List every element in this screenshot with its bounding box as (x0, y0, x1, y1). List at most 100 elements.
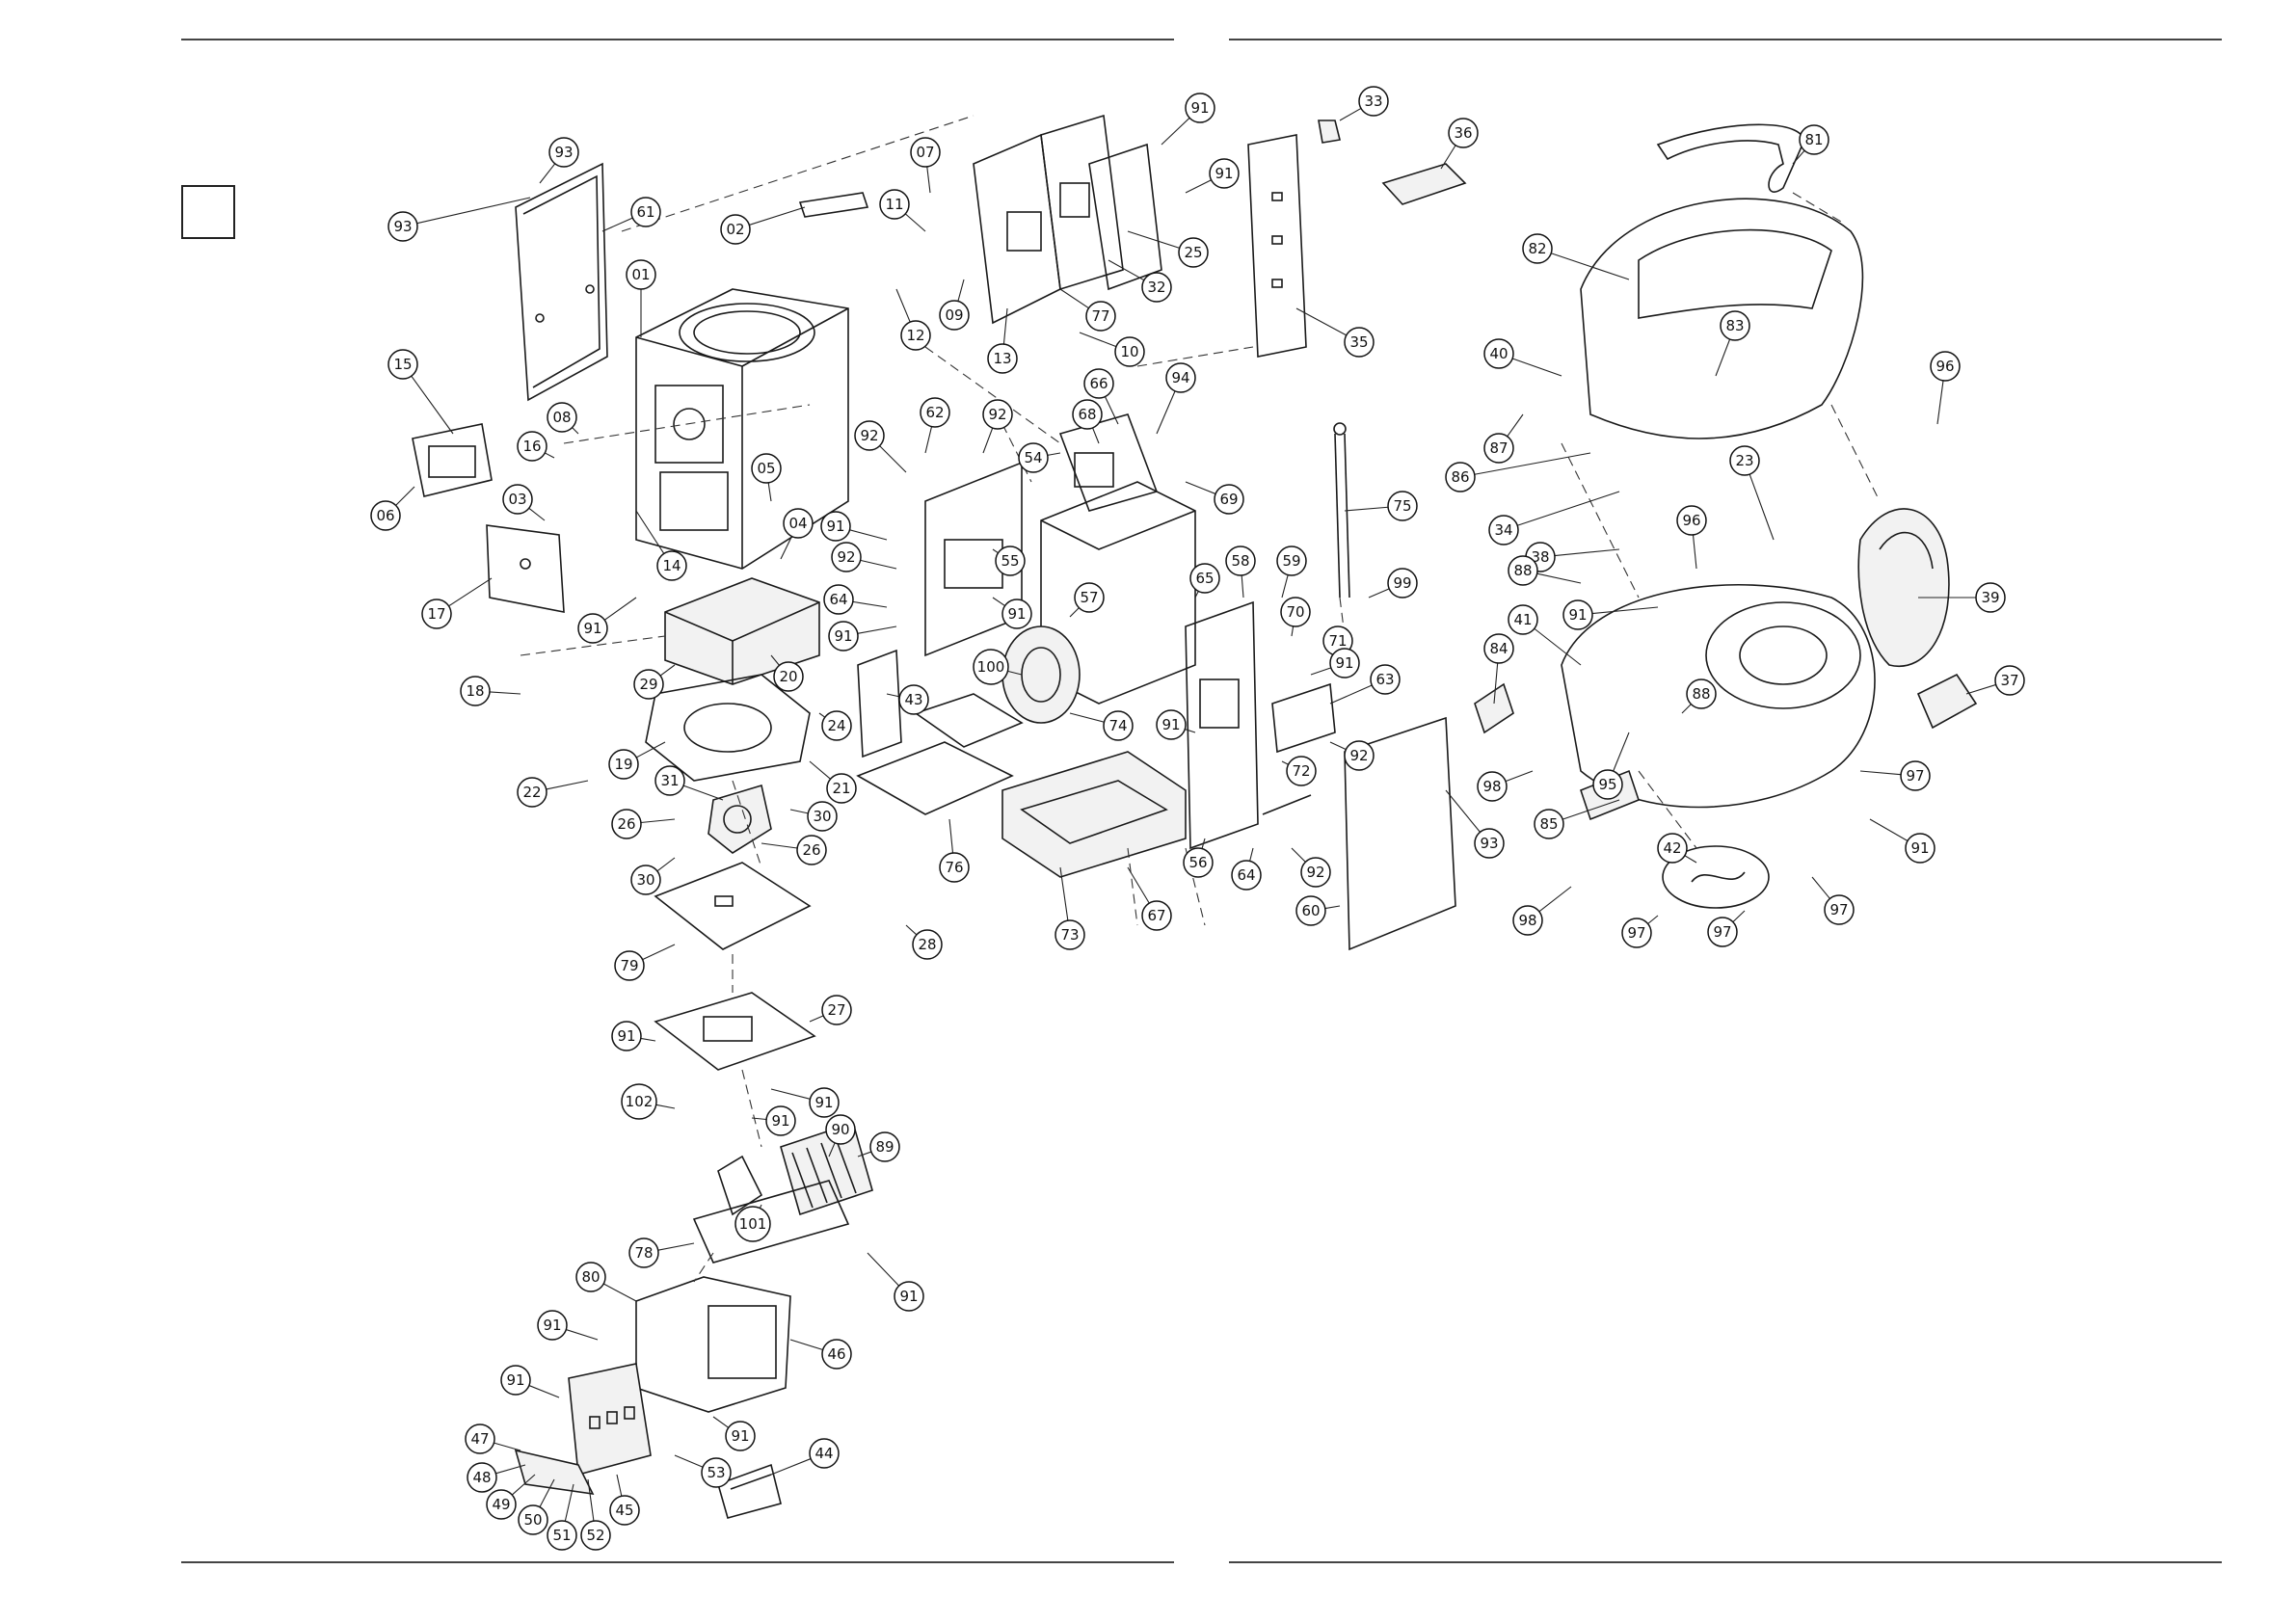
part-callout: 91 (820, 511, 851, 542)
callout-circle (1621, 918, 1652, 948)
leader-line (635, 510, 665, 554)
callout-circle (821, 710, 852, 741)
leader-line (656, 857, 676, 872)
callout-circle (720, 214, 751, 245)
callout-number: 75 (1393, 497, 1411, 515)
callout-circle (1231, 860, 1262, 891)
leader-line (1002, 307, 1008, 345)
callout-circle (580, 1520, 611, 1551)
part-callout: 11 (879, 189, 910, 220)
callout-number: 91 (543, 1317, 561, 1334)
leader-line (657, 1242, 695, 1251)
callout-circle (1720, 310, 1750, 341)
callout-number: 73 (1060, 926, 1079, 944)
callout-number: 15 (393, 356, 412, 373)
callout-circle (809, 1438, 840, 1469)
callout-circle (537, 1310, 568, 1341)
leader-line (780, 536, 792, 560)
callout-circle (1276, 545, 1307, 576)
callout-circle (1387, 491, 1418, 521)
callout-number: 46 (827, 1345, 845, 1363)
part-callout: 92 (831, 542, 862, 572)
callout-circle (854, 420, 885, 451)
callout-number: 49 (492, 1496, 510, 1513)
part-callout: 98 (1477, 771, 1508, 802)
callout-circle (1085, 301, 1116, 332)
callout-number: 61 (636, 203, 654, 221)
callout-number: 83 (1725, 317, 1744, 334)
callout-number: 39 (1981, 589, 1999, 606)
leader-line (616, 1474, 623, 1497)
part-callout: 77 (1085, 301, 1116, 332)
leader-line (1310, 667, 1331, 676)
part-callout: 43 (898, 684, 929, 715)
leader-line (895, 288, 911, 323)
part-callout: 97 (1824, 894, 1855, 925)
part-callout: 94 (1165, 362, 1196, 393)
leader-line (1108, 259, 1145, 281)
callout-circle (773, 661, 804, 692)
callout-circle (1522, 233, 1553, 264)
callout-number: 99 (1393, 574, 1411, 592)
callout-number: 54 (1024, 449, 1042, 466)
callout-circle (614, 950, 645, 981)
leader-line (1069, 607, 1080, 618)
callout-circle (467, 1462, 497, 1493)
leader-line (1474, 452, 1591, 475)
part-callout: 26 (611, 809, 642, 839)
part-callout: 15 (387, 349, 418, 380)
leader-line (860, 559, 897, 570)
callout-circle (1930, 351, 1961, 382)
part-callout: 49 (486, 1489, 517, 1520)
part-callout: 84 (1483, 633, 1514, 664)
callout-number: 27 (827, 1001, 845, 1019)
callout-circle (1994, 665, 2025, 696)
part-callout: 91 (1905, 833, 1936, 864)
part-callout: 97 (1621, 918, 1652, 948)
callout-number: 26 (617, 815, 635, 833)
top-rule-right (1229, 39, 2222, 40)
callout-circle (1074, 582, 1105, 613)
leader-line (904, 213, 926, 232)
part-callout: 61 (630, 197, 661, 227)
part-callout: 91 (1156, 709, 1187, 740)
part-callout: 40 (1483, 338, 1514, 369)
callout-circle (828, 621, 859, 652)
callout-number: 91 (583, 620, 601, 637)
callout-number: 22 (522, 784, 541, 801)
leader-line (1241, 574, 1244, 599)
part-callout: 41 (1508, 604, 1538, 635)
top-housing-82 (1580, 198, 1864, 439)
callout-number: 72 (1292, 762, 1310, 780)
explode-guides (520, 115, 1881, 1283)
part-callout: 93 (548, 137, 579, 168)
leader-line (751, 1117, 767, 1121)
part-callout: 88 (1508, 555, 1538, 586)
part-callout: 62 (920, 397, 950, 428)
callout-circle (1474, 828, 1505, 859)
leader-line (640, 818, 676, 824)
leader-line (818, 712, 826, 718)
callout-number: 100 (977, 658, 1005, 676)
callout-circle (621, 1083, 657, 1120)
callout-number: 40 (1489, 345, 1508, 362)
part-callout: 14 (656, 550, 687, 581)
part-callout: 102 (621, 1083, 657, 1120)
callout-number: 79 (620, 957, 638, 974)
callout-number: 67 (1147, 907, 1165, 924)
leader-line (1613, 732, 1630, 772)
callout-circle (987, 343, 1018, 374)
part-callout: 63 (1370, 664, 1401, 695)
leader-line (948, 818, 954, 854)
speaker-enclosure (1561, 584, 1876, 809)
callout-number: 93 (393, 218, 412, 235)
leader-line (1534, 627, 1582, 666)
callout-circle (701, 1457, 732, 1488)
part-callout: 93 (1474, 828, 1505, 859)
callout-number: 71 (1328, 632, 1347, 650)
callout-circle (1103, 710, 1134, 741)
callout-circle (1512, 905, 1543, 936)
callout-number: 97 (1627, 924, 1645, 942)
part-callout: 28 (912, 929, 943, 960)
leader-line (564, 1483, 574, 1522)
